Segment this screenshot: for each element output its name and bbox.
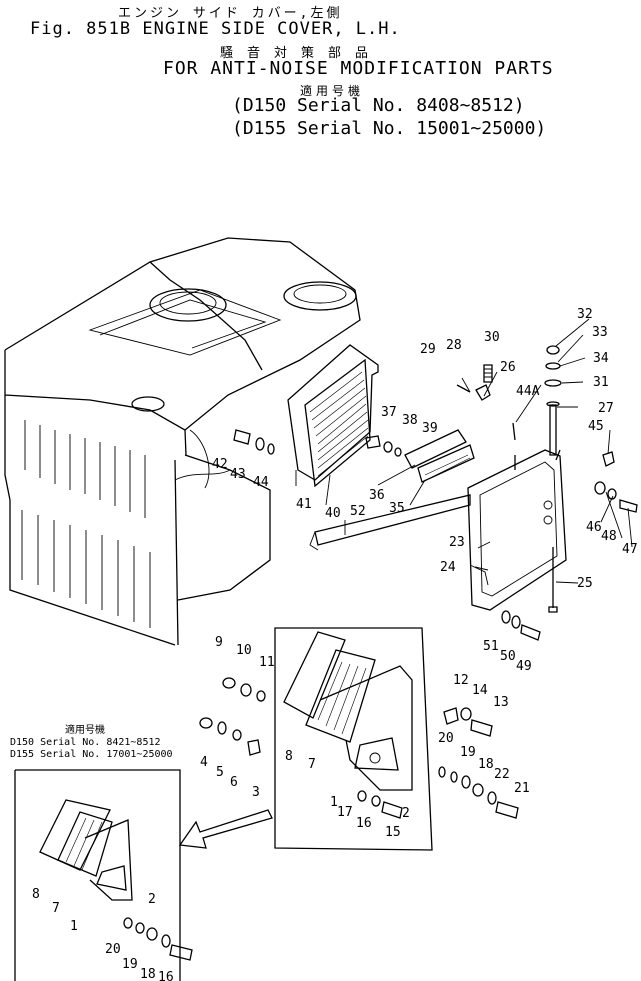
callout-52: 52 xyxy=(350,504,366,519)
callout-41: 41 xyxy=(296,497,312,512)
callout-18: 18 xyxy=(478,757,494,772)
callout-51: 51 xyxy=(483,639,499,654)
callout-35: 35 xyxy=(389,501,405,516)
callout-27: 27 xyxy=(598,401,614,416)
callout-48: 48 xyxy=(601,529,617,544)
callout-13: 13 xyxy=(493,695,509,710)
hardware-37-39 xyxy=(365,435,402,457)
inset-serial-d150: D150 Serial No. 8421~8512 xyxy=(10,737,161,748)
engine-hood-drawing xyxy=(4,237,361,646)
inset-arrow xyxy=(178,809,273,849)
callout-19: 19 xyxy=(460,745,476,760)
callout-14: 14 xyxy=(472,683,488,698)
callout-5: 5 xyxy=(216,765,224,780)
callout-15: 15 xyxy=(385,825,401,840)
callout-9: 9 xyxy=(215,635,223,650)
callout-20: 20 xyxy=(438,731,454,746)
inset-callout-1: 1 xyxy=(70,919,78,934)
callout-40: 40 xyxy=(325,506,341,521)
hardware-42-44 xyxy=(233,429,275,455)
japanese-serial-label: 適用号機 xyxy=(300,84,365,98)
callout-34: 34 xyxy=(593,351,609,366)
inset-callout-20: 20 xyxy=(105,942,121,957)
callout-38: 38 xyxy=(402,413,418,428)
inset-callout-8: 8 xyxy=(32,887,40,902)
callout-45: 45 xyxy=(588,419,604,434)
cover-frame-23 xyxy=(467,422,567,611)
rail-52 xyxy=(309,494,471,551)
callout-23: 23 xyxy=(449,535,465,550)
callout-24: 24 xyxy=(440,560,456,575)
hardware-45-48 xyxy=(594,451,638,513)
inset-callout-18: 18 xyxy=(140,967,156,981)
callout-33: 33 xyxy=(592,325,608,340)
callout-1: 1 xyxy=(330,795,338,810)
serial-range-d155: (D155 Serial No. 15001~25000) xyxy=(232,118,547,139)
callout-37: 37 xyxy=(381,405,397,420)
callout-47: 47 xyxy=(622,542,638,557)
inset-callout-7: 7 xyxy=(52,901,60,916)
japanese-subtitle: 騒音対策部品 xyxy=(220,46,383,61)
hardware-26-30 xyxy=(456,364,493,401)
callout-28: 28 xyxy=(446,338,462,353)
figure-title: Fig. 851B ENGINE SIDE COVER, L.H. xyxy=(30,19,401,39)
callout-29: 29 xyxy=(420,342,436,357)
inset-callout-19: 19 xyxy=(122,957,138,972)
callout-21: 21 xyxy=(514,781,530,796)
callout-25: 25 xyxy=(577,576,593,591)
detail-box xyxy=(199,627,519,851)
callout-43: 43 xyxy=(230,467,246,482)
callout-4: 4 xyxy=(200,755,208,770)
callout-49: 49 xyxy=(516,659,532,674)
callout-22: 22 xyxy=(494,767,510,782)
duct-panel-41-40 xyxy=(287,344,379,488)
callout-42: 42 xyxy=(212,457,228,472)
callout-46: 46 xyxy=(586,520,602,535)
callout-11: 11 xyxy=(259,655,275,670)
callout-31: 31 xyxy=(593,375,609,390)
callout-44a: 44A xyxy=(516,384,540,399)
leader-lines xyxy=(295,318,633,584)
callout-39: 39 xyxy=(422,421,438,436)
inset-serial-note: 適用号機 D150 Serial No. 8421~8512 D155 Seri… xyxy=(10,725,173,761)
subtitle: FOR ANTI-NOISE MODIFICATION PARTS xyxy=(163,58,554,79)
part-callouts: 1 2 3 4 5 6 7 8 9 10 11 12 13 14 15 16 1… xyxy=(200,307,638,840)
callout-50: 50 xyxy=(500,649,516,664)
callout-6: 6 xyxy=(230,775,238,790)
inset-callouts: 1 2 7 8 16 18 19 20 xyxy=(32,887,174,981)
callout-26: 26 xyxy=(500,360,516,375)
callout-44: 44 xyxy=(253,475,269,490)
inset-box xyxy=(14,769,193,981)
japanese-title: エンジン サイド カバー,左側 xyxy=(118,6,343,21)
callout-2: 2 xyxy=(402,806,410,821)
inset-serial-d155: D155 Serial No. 17001~25000 xyxy=(10,749,173,760)
callout-36: 36 xyxy=(369,488,385,503)
callout-32: 32 xyxy=(577,307,593,322)
callout-12: 12 xyxy=(453,673,469,688)
callout-3: 3 xyxy=(252,785,260,800)
inset-callout-2: 2 xyxy=(148,892,156,907)
callout-7: 7 xyxy=(308,757,316,772)
hardware-49-51 xyxy=(501,610,541,641)
filter-35-36 xyxy=(404,429,475,483)
serial-range-d150: (D150 Serial No. 8408~8512) xyxy=(232,95,525,116)
inset-japanese-serial-label: 適用号機 xyxy=(65,725,105,736)
callout-30: 30 xyxy=(484,330,500,345)
callout-16: 16 xyxy=(356,816,372,831)
inset-callout-16: 16 xyxy=(158,970,174,981)
callout-8: 8 xyxy=(285,749,293,764)
callout-17: 17 xyxy=(337,805,353,820)
callout-10: 10 xyxy=(236,643,252,658)
